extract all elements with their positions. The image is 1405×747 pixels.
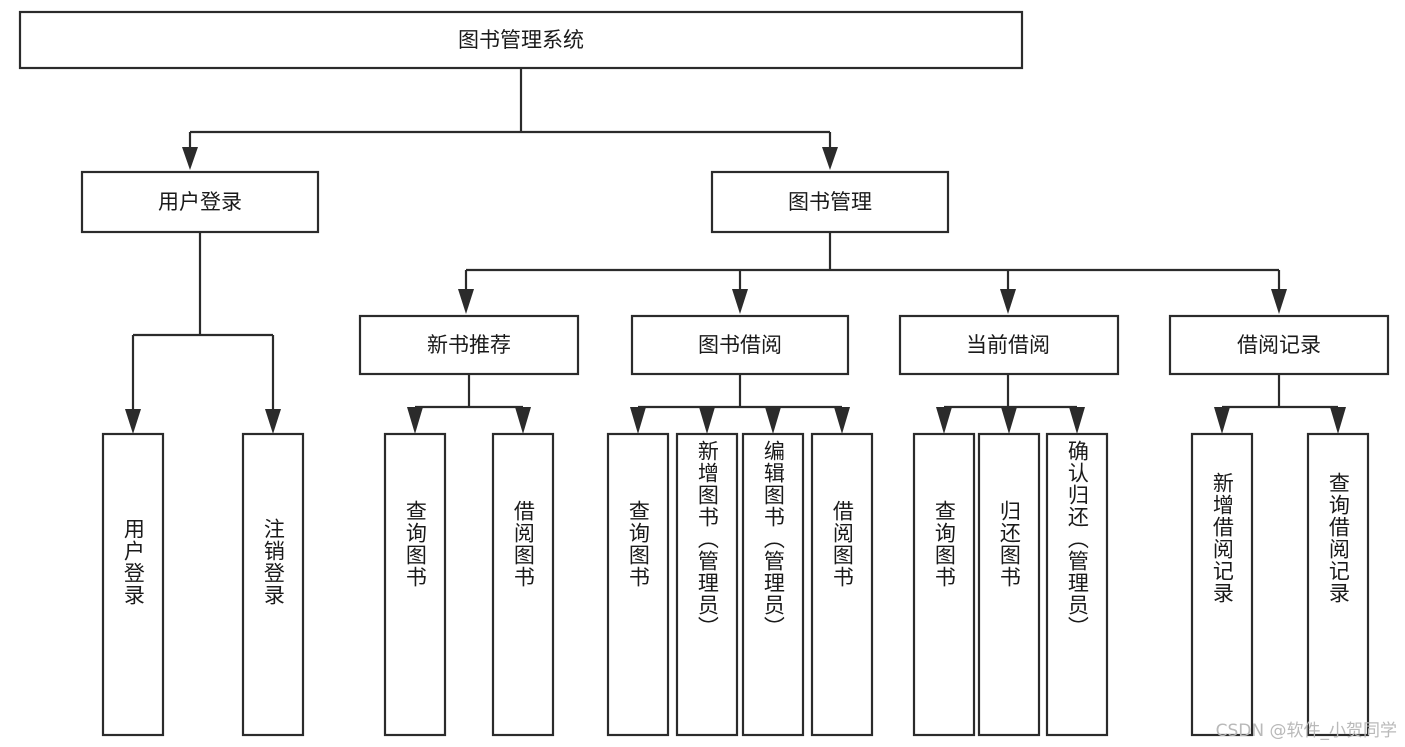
node-leaf-borrow-book-2-box[interactable] xyxy=(810,432,874,737)
node-current-borrow-box[interactable] xyxy=(898,314,1120,376)
node-borrow-record-label: 借阅记录 xyxy=(1237,333,1321,357)
node-leaf-logout-box[interactable] xyxy=(241,432,305,737)
arrow-head-leaf-query-book-2 xyxy=(630,407,646,434)
node-leaf-user-login-box[interactable] xyxy=(101,432,165,737)
arrow-head-leaf-query-book-1 xyxy=(407,407,423,434)
node-borrow-record-box[interactable] xyxy=(1168,314,1390,376)
arrow-head-new-book-rec xyxy=(458,289,474,314)
node-book-manage-box[interactable] xyxy=(710,170,950,234)
edge-group-user-login xyxy=(125,232,281,434)
edge-group-book-manage xyxy=(458,232,1287,314)
edge-group-new-book-rec xyxy=(407,375,531,434)
node-new-book-rec[interactable]: 新书推荐 xyxy=(358,314,580,376)
node-leaf-add-record-box[interactable] xyxy=(1190,432,1254,737)
node-current-borrow-label: 当前借阅 xyxy=(966,333,1050,357)
arrow-head-book-borrow xyxy=(732,289,748,314)
arrow-head-borrow-record xyxy=(1271,289,1287,314)
node-root[interactable]: 图书管理系统 xyxy=(18,10,1024,70)
arrow-head-leaf-borrow-book-2 xyxy=(834,407,850,434)
node-borrow-record[interactable]: 借阅记录 xyxy=(1168,314,1390,376)
node-leaf-query-book-1-box[interactable] xyxy=(383,432,447,737)
arrow-head-leaf-logout xyxy=(265,409,281,434)
arrow-head-leaf-borrow-book-1 xyxy=(515,407,531,434)
node-book-manage[interactable]: 图书管理 xyxy=(710,170,950,234)
node-book-manage-label: 图书管理 xyxy=(788,190,872,214)
edge-group-book-borrow xyxy=(630,375,850,434)
node-leaf-edit-book-box[interactable] xyxy=(741,432,805,737)
node-new-book-rec-box[interactable] xyxy=(358,314,580,376)
arrow-head-leaf-user-login xyxy=(125,409,141,434)
node-leaf-borrow-book-1-box[interactable] xyxy=(491,432,555,737)
node-current-borrow[interactable]: 当前借阅 xyxy=(898,314,1120,376)
arrow-head-book-manage xyxy=(822,147,838,170)
node-root-label: 图书管理系统 xyxy=(458,28,584,52)
arrow-head-leaf-return-book xyxy=(1001,407,1017,434)
node-leaf-query-book-2-box[interactable] xyxy=(606,432,670,737)
edge-group-root xyxy=(182,68,838,170)
node-book-borrow-box[interactable] xyxy=(630,314,850,376)
node-leaf-return-book-box[interactable] xyxy=(977,432,1041,737)
node-book-borrow[interactable]: 图书借阅 xyxy=(630,314,850,376)
arrow-head-leaf-query-record xyxy=(1330,407,1346,434)
node-leaf-add-book-box[interactable] xyxy=(675,432,739,737)
node-root-box[interactable] xyxy=(18,10,1024,70)
arrow-head-leaf-add-book xyxy=(699,407,715,434)
node-leaf-query-book-3-box[interactable] xyxy=(912,432,976,737)
node-user-login[interactable]: 用户登录 xyxy=(80,170,320,234)
arrow-head-leaf-query-book-3 xyxy=(936,407,952,434)
node-user-login-box[interactable] xyxy=(80,170,320,234)
node-user-login-label: 用户登录 xyxy=(158,190,242,214)
edge-group-current-borrow xyxy=(936,375,1085,434)
node-new-book-rec-label: 新书推荐 xyxy=(427,333,511,357)
arrow-head-user-login xyxy=(182,147,198,170)
edge-group-borrow-record xyxy=(1214,375,1346,434)
arrow-head-leaf-confirm-return xyxy=(1069,407,1085,434)
node-leaf-query-record-box[interactable] xyxy=(1306,432,1370,737)
arrow-head-leaf-edit-book xyxy=(765,407,781,434)
node-book-borrow-label: 图书借阅 xyxy=(698,333,782,357)
node-leaf-confirm-return-box[interactable] xyxy=(1045,432,1109,737)
arrow-head-leaf-add-record xyxy=(1214,407,1230,434)
arrow-head-current-borrow xyxy=(1000,289,1016,314)
